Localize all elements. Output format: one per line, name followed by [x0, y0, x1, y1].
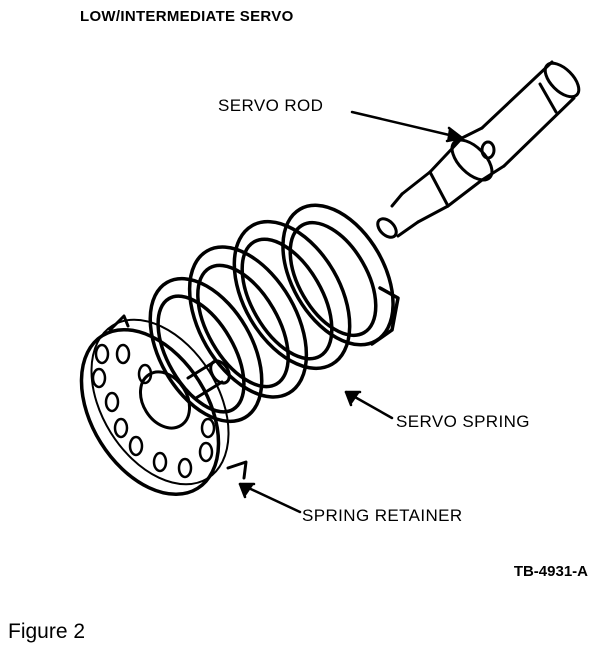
spring-retainer-drawing [79, 314, 248, 497]
figure-caption: Figure 2 [8, 620, 86, 643]
servo-rod-leader [350, 110, 464, 140]
servo-rod-arrowhead [445, 126, 464, 143]
reference-code: TB-4931-A [513, 563, 588, 580]
spring-retainer-label: SPRING RETAINER [302, 506, 463, 525]
leader-lines [238, 110, 464, 514]
servo-spring-arrowhead [344, 390, 362, 407]
spring-retainer-arrowhead [238, 482, 256, 499]
servo-spring-label: SERVO SPRING [396, 412, 530, 431]
diagram-title: LOW/INTERMEDIATE SERVO [80, 8, 294, 25]
servo-spring-drawing [148, 203, 400, 424]
servo-rod-label: SERVO ROD [218, 96, 324, 115]
servo-rod-drawing [376, 60, 581, 239]
